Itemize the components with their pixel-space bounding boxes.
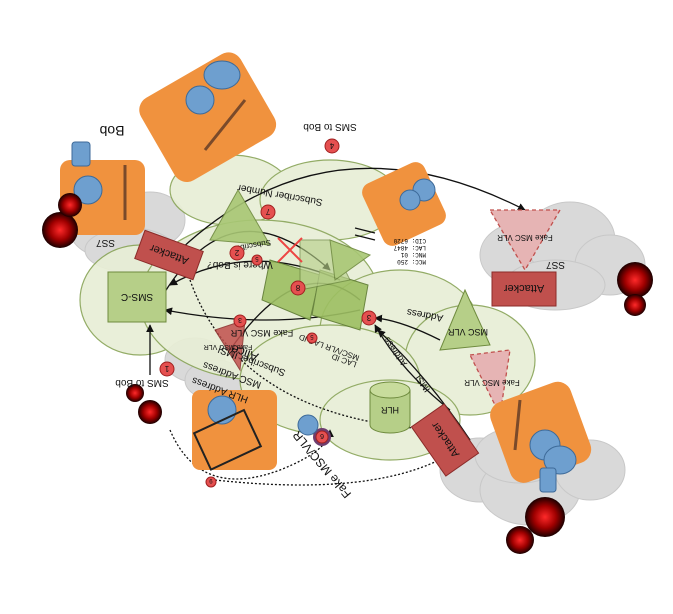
attacker-node-left[interactable]: Attacker — [134, 229, 204, 281]
svg-text:5: 5 — [255, 255, 259, 261]
arc-address-right — [374, 314, 441, 341]
svg-text:3: 3 — [366, 313, 371, 322]
ss7-label-right: SS7 — [546, 259, 565, 270]
arrow-short-1 — [354, 234, 376, 241]
step-marker: 7 — [260, 204, 276, 220]
cell-info-text: MCC: 250 MNC: 01 LAC: 4847 CID: 6720 — [393, 237, 426, 265]
arc-imsi — [377, 329, 471, 441]
ss7-label-left: SS7 — [96, 237, 115, 248]
arc-sms-to-bob-top — [179, 167, 526, 251]
svg-text:9: 9 — [209, 477, 213, 483]
step-marker: 4 — [324, 138, 340, 154]
sms-c-node[interactable]: SMS-C — [107, 271, 167, 323]
sms-c-label: SMS-C — [121, 291, 153, 302]
svg-text:8: 8 — [295, 283, 300, 292]
svg-text:2: 2 — [234, 248, 239, 257]
svg-text:3: 3 — [238, 316, 242, 323]
bob-label: Bob — [99, 123, 124, 139]
bob-tile-bottom-right[interactable] — [486, 378, 595, 554]
svg-text:MNC: 01: MNC: 01 — [400, 251, 426, 258]
step-marker: 8 — [290, 280, 306, 296]
step-marker: 3 — [361, 310, 377, 326]
bob-tower-tile[interactable] — [134, 47, 281, 187]
fake-msc-vlr-left-label: Fake MSC VLR — [204, 343, 253, 350]
step-marker: 5 — [251, 254, 263, 266]
step-marker: 1 — [159, 361, 175, 377]
hlr-label: HLR — [381, 405, 400, 415]
msc-vlr-label: MSC VLR — [447, 327, 488, 337]
svg-text:1: 1 — [164, 364, 169, 373]
svg-text:SMS to Bob: SMS to Bob — [303, 121, 357, 132]
fake-msc-vlr-right[interactable]: Fake MSC VLR — [464, 349, 520, 418]
step-marker: 9 — [205, 476, 217, 488]
step-marker: 3 — [233, 314, 247, 328]
arc-bottom-dotted — [169, 429, 334, 480]
svg-text:5: 5 — [310, 333, 314, 339]
bob-phone-tile[interactable]: Bob — [42, 123, 145, 248]
svg-text:LAC: 4847: LAC: 4847 — [393, 244, 426, 251]
svg-text:CID: 6720: CID: 6720 — [393, 237, 426, 244]
attacker-node-right[interactable]: Attacker — [491, 271, 557, 307]
cell-info-tile[interactable]: MCC: 250 MNC: 01 LAC: 4847 CID: 6720 — [359, 159, 449, 265]
step-marker: 2 — [229, 245, 245, 261]
alice-tile-bottom-left[interactable] — [126, 384, 277, 471]
step-marker: 5 — [306, 332, 318, 344]
svg-text:Fake MSC VLR: Fake MSC VLR — [230, 328, 293, 338]
step-marker: 6 — [315, 430, 329, 444]
svg-text:7: 7 — [265, 207, 270, 216]
fake-msc-vlr-right-label: Fake MSC VLR — [464, 378, 520, 387]
attacker-person-right — [617, 262, 653, 316]
fake-msc-vlr-top-label: Fake MSC VLR — [497, 233, 553, 242]
arrow-short-2 — [354, 227, 376, 234]
svg-text:Where is Bob?: Where is Bob? — [207, 259, 273, 270]
step-markers: 4 7 2 5 8 3 5 3 1 9 6 — [159, 138, 377, 488]
attacker-label-right: Attacker — [503, 282, 544, 294]
svg-text:SMS to Bob: SMS to Bob — [115, 377, 169, 388]
fake-msc-vlr-left[interactable]: Fake MSC VLR — [204, 319, 253, 372]
svg-text:MCC: 250: MCC: 250 — [397, 258, 426, 265]
msc-vlr-node[interactable]: MSC VLR — [439, 288, 491, 351]
svg-text:4: 4 — [329, 141, 334, 150]
svg-text:6: 6 — [320, 432, 324, 439]
attacker-node-bottom[interactable]: Attacker — [410, 403, 480, 477]
hlr-node[interactable]: HLR — [369, 381, 411, 434]
fake-msc-vlr-top[interactable]: Fake MSC VLR — [488, 209, 562, 272]
